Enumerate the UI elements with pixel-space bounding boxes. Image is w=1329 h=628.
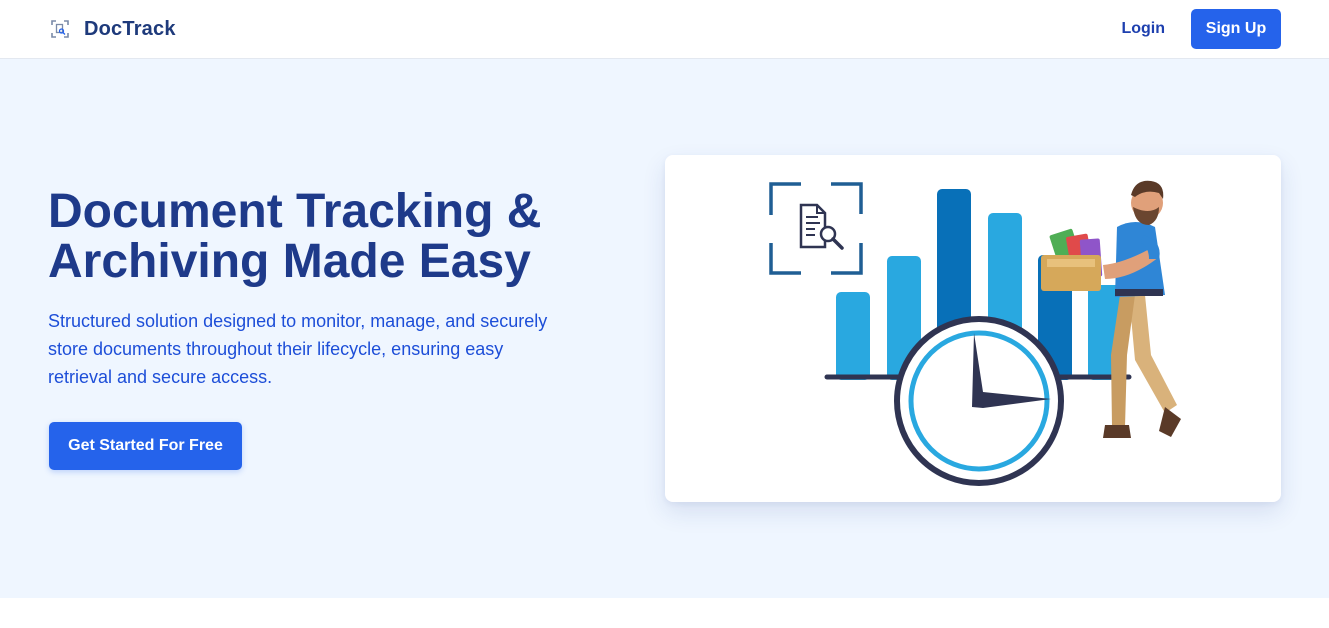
get-started-button[interactable]: Get Started For Free (49, 422, 242, 470)
clock-icon (894, 316, 1064, 486)
login-link[interactable]: Login (1121, 20, 1165, 37)
brand[interactable]: DocTrack (50, 18, 176, 41)
hero-illustration (769, 180, 1181, 486)
document-scan-icon (51, 20, 69, 38)
person-carrying-folders (1041, 180, 1181, 438)
document-search-icon (769, 182, 863, 275)
bar-chart-icon (824, 189, 1132, 380)
nav-actions: Login Sign Up (1111, 9, 1281, 49)
hero-subtitle: Structured solution designed to monitor,… (48, 311, 548, 387)
signup-button[interactable]: Sign Up (1191, 9, 1281, 49)
hero-title: Document Tracking & Archiving Made Easy (48, 185, 542, 288)
brand-name: DocTrack (84, 17, 176, 40)
hero-section: Document Tracking & Archiving Made Easy … (0, 59, 1329, 598)
navbar: DocTrack Login Sign Up (0, 0, 1329, 59)
illustration-card (665, 155, 1281, 502)
